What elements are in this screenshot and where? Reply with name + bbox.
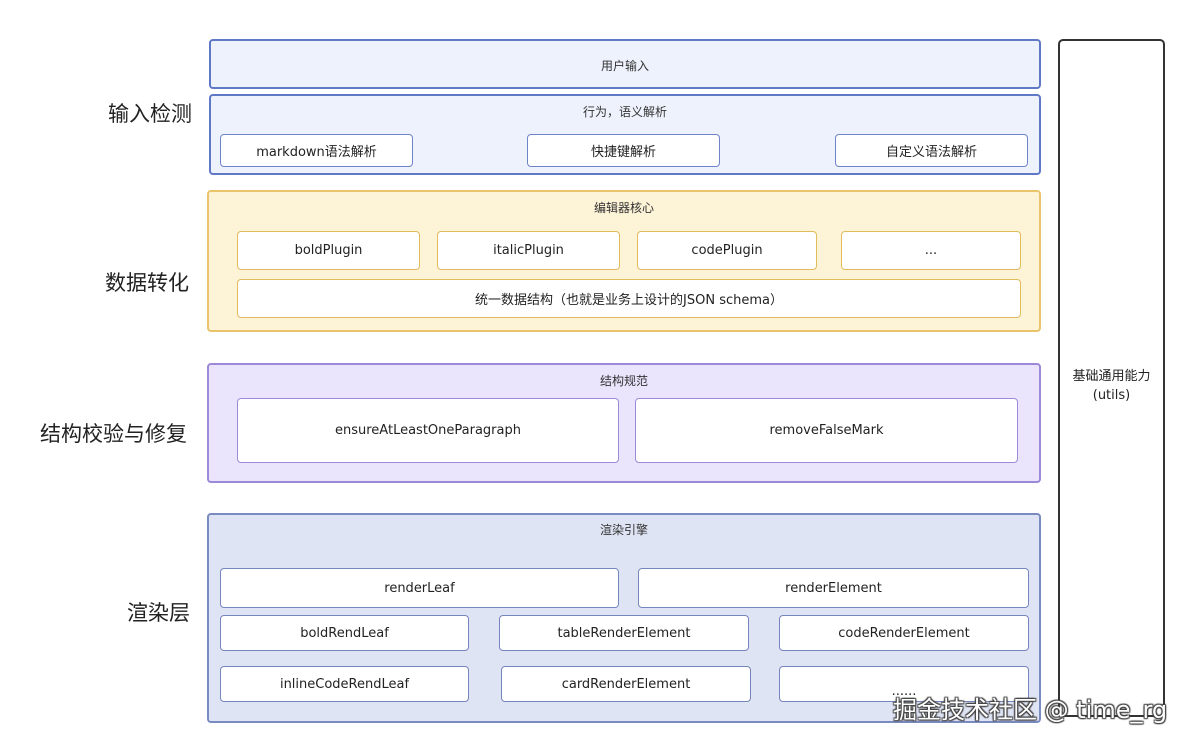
- watermark: 掘金技术社区 @ time_rg: [893, 696, 1168, 724]
- more-plugins-box: ...: [841, 231, 1021, 270]
- editor-core-title: 编辑器核心: [593, 201, 654, 215]
- remove-false-mark-box: removeFalseMark: [635, 398, 1018, 463]
- table-render-element-box: tableRenderElement: [499, 615, 749, 651]
- semantic-parse-title: 行为，语义解析: [582, 105, 667, 119]
- side-label-data-transform: 数据转化: [105, 271, 189, 295]
- utils-column: 基础通用能力 (utils): [1058, 39, 1165, 717]
- editor-core-layer: 编辑器核心 boldPlugin italicPlugin codePlugin…: [207, 190, 1041, 332]
- user-input-title: 用户输入: [600, 59, 649, 73]
- italic-plugin-box: italicPlugin: [437, 231, 620, 270]
- unified-schema-box: 统一数据结构（也就是业务上设计的JSON schema）: [237, 279, 1021, 318]
- semantic-parse-layer: 行为，语义解析 markdown语法解析 快捷键解析 自定义语法解析: [209, 94, 1041, 175]
- utils-line-2: (utils): [1092, 388, 1131, 403]
- more-render-box: ......: [779, 666, 1029, 702]
- side-label-render-layer: 渲染层: [127, 601, 190, 625]
- render-element-box: renderElement: [638, 568, 1029, 608]
- shortcut-parse-box: 快捷键解析: [527, 134, 720, 167]
- utils-line-1: 基础通用能力: [1072, 369, 1151, 384]
- inline-code-rend-leaf-box: inlineCodeRendLeaf: [220, 666, 469, 702]
- ensure-paragraph-box: ensureAtLeastOneParagraph: [237, 398, 619, 463]
- code-render-element-box: codeRenderElement: [779, 615, 1029, 651]
- structure-norms-title: 结构规范: [599, 374, 648, 388]
- side-label-validate-fix: 结构校验与修复: [40, 422, 187, 446]
- bold-rend-leaf-box: boldRendLeaf: [220, 615, 469, 651]
- markdown-parse-box: markdown语法解析: [220, 134, 413, 167]
- side-label-input-check: 输入检测: [108, 102, 192, 126]
- render-leaf-box: renderLeaf: [220, 568, 619, 608]
- render-engine-title: 渲染引擎: [599, 523, 648, 537]
- card-render-element-box: cardRenderElement: [501, 666, 751, 702]
- utils-text: 基础通用能力 (utils): [1060, 367, 1163, 405]
- code-plugin-box: codePlugin: [637, 231, 817, 270]
- bold-plugin-box: boldPlugin: [237, 231, 420, 270]
- custom-syntax-parse-box: 自定义语法解析: [835, 134, 1028, 167]
- user-input-layer: 用户输入: [209, 39, 1041, 89]
- render-engine-layer: 渲染引擎 renderLeaf renderElement boldRendLe…: [207, 513, 1041, 723]
- structure-norms-layer: 结构规范 ensureAtLeastOneParagraph removeFal…: [207, 363, 1041, 483]
